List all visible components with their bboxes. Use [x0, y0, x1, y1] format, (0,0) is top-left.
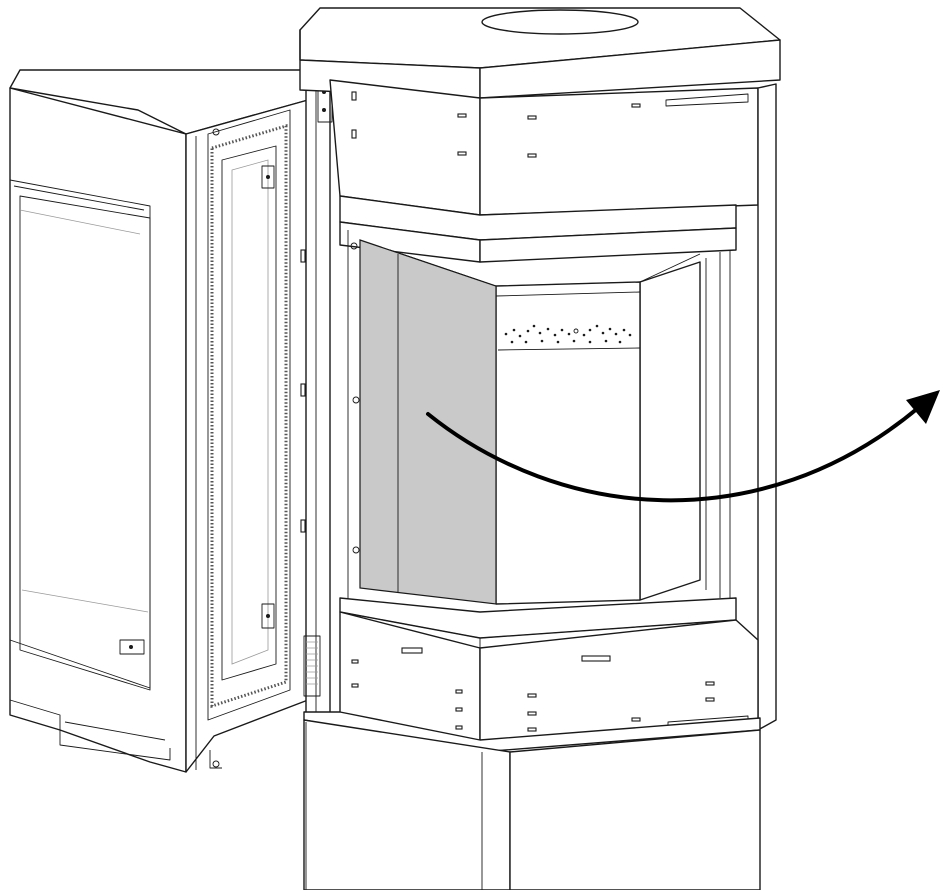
- arrow-head: [906, 390, 940, 424]
- top-cover: [299, 7, 781, 99]
- lower-body: [303, 611, 761, 753]
- stove-body: [299, 7, 781, 890]
- air-holes: [504, 324, 632, 344]
- firebox-frame: [339, 195, 737, 649]
- pedestal: [303, 719, 761, 890]
- firebox-interior: [359, 239, 707, 605]
- side-panel-highlighted: [359, 239, 497, 605]
- removal-direction-arrow: [426, 390, 940, 503]
- open-door: [9, 69, 333, 773]
- door-glass: [19, 195, 151, 691]
- hinge-column: [300, 71, 333, 717]
- upper-body: [329, 79, 759, 216]
